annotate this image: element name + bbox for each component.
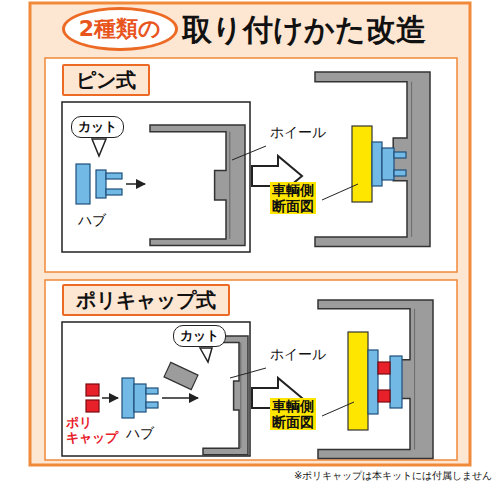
node-text: カット	[180, 328, 219, 344]
hub-pin	[394, 170, 406, 176]
hub-part	[76, 164, 90, 204]
part-name: ホイール	[268, 346, 328, 362]
part-name: ハブ	[124, 425, 156, 441]
hub-pin	[394, 152, 406, 158]
hub-part	[390, 356, 402, 408]
assembly-arrow	[126, 183, 145, 185]
vehicle-part	[348, 332, 368, 430]
polycap-part	[378, 390, 390, 402]
node-text: カット	[78, 119, 117, 135]
hub-pin	[146, 402, 158, 408]
hub	[76, 164, 122, 204]
section-tab: ピン式	[62, 64, 150, 96]
detail-box	[62, 322, 250, 456]
assembly-arrow	[102, 397, 118, 399]
node-text: 2種類の	[79, 16, 161, 42]
hub-part	[368, 350, 378, 414]
node-text: ピン式	[76, 68, 136, 92]
view-label: 車輌側 断面図	[270, 398, 316, 430]
hub-pin	[106, 189, 122, 195]
outer-frame	[30, 3, 470, 465]
wheel	[315, 72, 430, 247]
wheel	[318, 300, 433, 458]
hub-part	[382, 148, 394, 180]
leader-line	[232, 146, 266, 160]
assembly-arrow	[162, 397, 198, 399]
section-panel	[45, 58, 457, 272]
view-label: 車輌側 断面図	[270, 182, 316, 214]
polycap	[86, 384, 99, 412]
leader-line	[230, 368, 266, 378]
section-panel	[45, 280, 457, 460]
note: ※ポリキャップは本キットには付属しません	[292, 470, 494, 482]
hub-part	[134, 384, 146, 412]
hub	[122, 378, 158, 418]
bubble-tail	[200, 348, 212, 362]
title-oval: 2種類の	[62, 7, 178, 51]
polycap	[378, 362, 390, 402]
hub	[372, 142, 406, 186]
bubble-tail	[92, 139, 106, 156]
hub	[368, 350, 402, 414]
part-name: ホイール	[268, 124, 328, 140]
cut-bubble: カット	[71, 116, 124, 138]
leader-line	[322, 402, 354, 416]
hub-part	[122, 378, 134, 418]
hub-pin	[106, 173, 122, 179]
cut-piece	[164, 362, 198, 389]
detail-box	[62, 102, 250, 252]
vehicle-part	[352, 126, 372, 202]
hub-pin	[146, 388, 158, 394]
polycap-part	[378, 362, 390, 374]
leader-line	[322, 184, 358, 200]
cut-bubble: カット	[173, 325, 226, 347]
part-name: ハブ	[76, 212, 108, 228]
wheel	[150, 125, 245, 246]
node-text: ポリキャップ式	[76, 288, 216, 312]
title: 取り付けかた改造	[182, 10, 426, 51]
hub-part	[96, 170, 106, 198]
polycap-part	[86, 384, 99, 396]
part-name: ポリ キャップ	[64, 416, 124, 446]
hub-part	[372, 142, 382, 186]
section-tab: ポリキャップ式	[62, 284, 230, 316]
polycap-part	[86, 400, 99, 412]
